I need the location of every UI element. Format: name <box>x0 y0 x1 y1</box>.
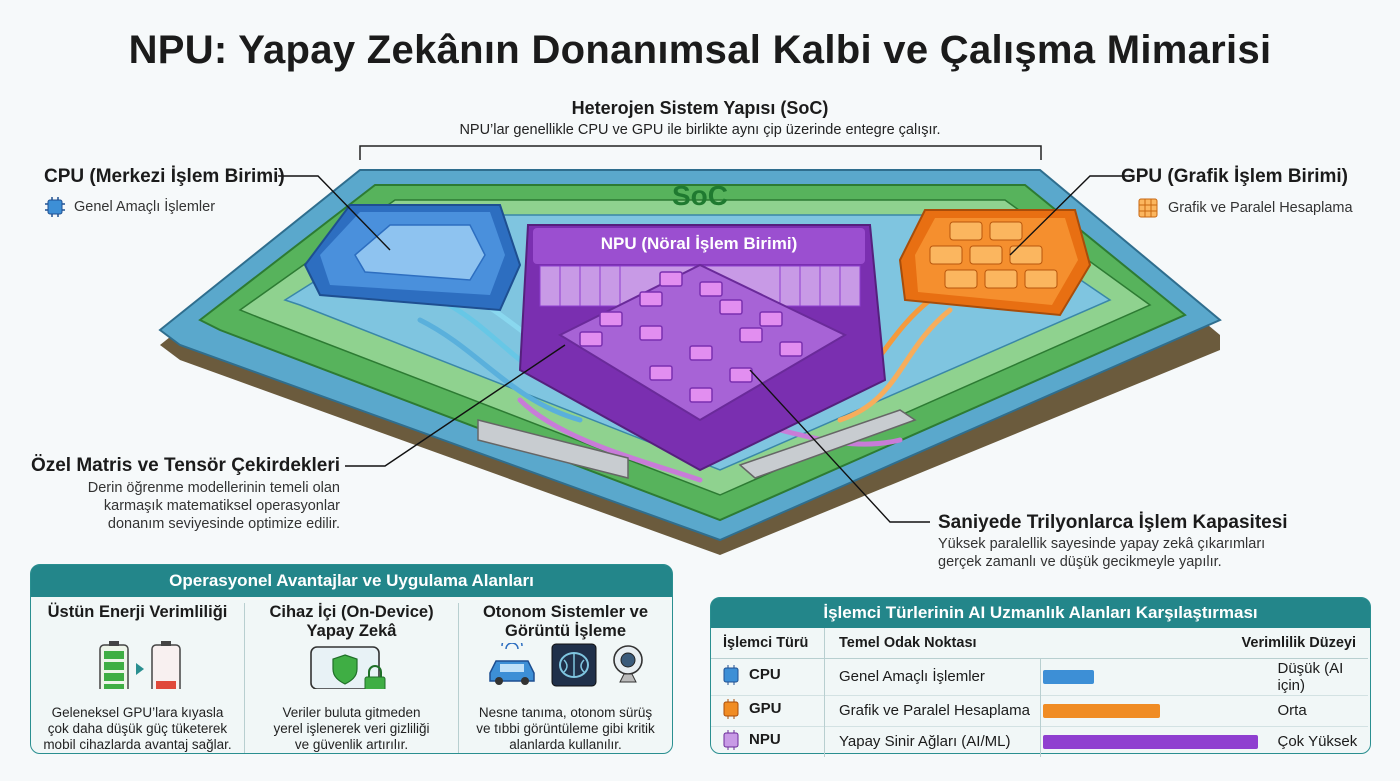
capacity-desc: Yüksek paralellik sayesinde yapay zekâ ç… <box>938 535 1265 571</box>
row-bar-cell <box>1040 726 1272 757</box>
soc-chip-label: SoC <box>672 180 728 211</box>
soc-bracket <box>359 145 1042 160</box>
advantage-text: Veriler buluta gitmeden yerel işlenerek … <box>273 705 429 753</box>
advantage-text-line: çok daha düşük güç tüketerek <box>47 721 228 736</box>
car-icon <box>488 643 535 685</box>
matrix-desc-line: donanım seviyesinde optimize edilir. <box>107 516 340 532</box>
column-divider <box>244 603 245 753</box>
advantage-title: Otonom Sistemler ve Görüntü İşleme <box>483 603 648 641</box>
gpu-desc: Grafik ve Paralel Hesaplama <box>1168 200 1353 216</box>
memory-module-right <box>738 409 917 479</box>
row-type-label: NPU <box>749 731 781 749</box>
npu-chip-icon <box>723 729 739 750</box>
gpu-label: GPU (Grafik İşlem Birimi) <box>1120 166 1348 187</box>
brain-scan-icon <box>551 643 596 687</box>
row-type: CPU <box>711 658 825 695</box>
memory-module-left <box>477 419 629 479</box>
gpu-chip-icon <box>1138 198 1158 218</box>
leader-lines <box>278 175 1130 523</box>
header-focus: Temel Odak Noktası <box>839 634 977 651</box>
advantages-columns: Üstün Enerji Verimliliği Geleneksel GPU’… <box>31 597 672 753</box>
advantage-text-line: Geleneksel GPU’lara kıyasla <box>51 705 224 720</box>
cpu-block <box>303 204 522 312</box>
row-level: Çok Yüksek <box>1277 733 1358 751</box>
matrix-desc: Derin öğrenme modellerinin temeli olan k… <box>0 479 340 533</box>
column-divider <box>458 603 459 753</box>
efficiency-bar <box>1042 734 1258 749</box>
cpu-chip-icon <box>45 197 65 217</box>
comparison-row-npu: NPU Yapay Sinir Ağları (AI/ML) Çok Yükse… <box>711 726 1368 757</box>
gpu-block <box>898 209 1092 317</box>
advantage-energy: Üstün Enerji Verimliliği Geleneksel GPU’… <box>31 603 244 753</box>
row-bar-cell <box>1040 658 1272 695</box>
comparison-header-row: İşlemci Türü Temel Odak Noktası Verimlil… <box>711 628 1368 658</box>
device-shield-lock-icon <box>309 646 385 689</box>
advantage-text-line: alanlarda kullanılır. <box>509 737 622 752</box>
row-focus: Grafik ve Paralel Hesaplama <box>824 695 1041 726</box>
capacity-desc-line: gerçek zamanlı ve düşük gecikmeyle yapıl… <box>938 554 1222 570</box>
capacity-desc-line: Yüksek paralellik sayesinde yapay zekâ ç… <box>938 536 1266 552</box>
advantage-text-line: mobil cihazlarda avantaj sağlar. <box>43 737 232 752</box>
advantage-text: Geleneksel GPU’lara kıyasla çok daha düş… <box>43 705 231 753</box>
efficiency-bar <box>1042 669 1094 684</box>
row-type: GPU <box>711 695 825 726</box>
matrix-desc-line: Derin öğrenme modellerinin temeli olan <box>87 480 340 496</box>
row-focus: Genel Amaçlı İşlemler <box>824 658 1041 695</box>
gpu-chip-icon <box>723 698 739 719</box>
camera-icon <box>612 645 643 683</box>
row-level: Orta <box>1277 702 1307 719</box>
comparison-table: İşlemci Türü Temel Odak Noktası Verimlil… <box>711 628 1368 757</box>
advantage-on-device: Cihaz İçi (On-Device) Yapay Zekâ Veriler… <box>245 603 458 753</box>
matrix-desc-line: karmaşık matematiksel operasyonlar <box>103 498 340 514</box>
row-type-label: GPU <box>749 700 782 717</box>
advantage-title-line: Üstün Enerji Verimliliği <box>47 603 228 621</box>
advantage-title: Üstün Enerji Verimliliği <box>48 603 228 639</box>
cpu-desc-row: Genel Amaçlı İşlemler <box>44 196 215 218</box>
row-bar-cell <box>1040 695 1272 726</box>
cpu-chip-icon <box>723 664 739 685</box>
comparison-row-gpu: GPU Grafik ve Paralel Hesaplama Orta <box>711 695 1368 726</box>
row-level: Düşük (AI için) <box>1277 659 1344 694</box>
header-type: İşlemci Türü <box>711 628 825 658</box>
battery-comparison-icon <box>98 640 181 689</box>
cpu-desc: Genel Amaçlı İşlemler <box>74 199 216 215</box>
advantage-text-line: Veriler buluta gitmeden <box>282 705 421 720</box>
npu-block <box>518 224 887 472</box>
advantage-title-line: Cihaz İçi (On-Device) <box>269 603 434 621</box>
soc-heading: Heterojen Sistem Yapısı (SoC) <box>571 98 829 118</box>
advantage-text-line: ve güvenlik artırılır. <box>294 737 409 752</box>
efficiency-bar-track <box>1042 669 1265 684</box>
advantage-text-line: yerel işlenerek veri gizliliği <box>273 721 430 736</box>
efficiency-bar <box>1042 703 1161 718</box>
advantages-panel: Operasyonel Avantajlar ve Uygulama Alanl… <box>30 564 673 754</box>
comparison-heading: İşlemci Türlerinin AI Uzmanlık Alanları … <box>711 598 1370 628</box>
efficiency-bar-track <box>1042 703 1265 718</box>
autonomous-icons <box>484 641 648 689</box>
advantage-text-line: Nesne tanıma, otonom sürüş <box>478 705 653 720</box>
advantage-title-line: Yapay Zekâ <box>306 622 397 640</box>
advantage-title-line: Otonom Sistemler ve <box>482 603 649 621</box>
matrix-label: Özel Matris ve Tensör Çekirdekleri <box>30 455 340 476</box>
advantage-title-line: Görüntü İşleme <box>504 622 627 640</box>
advantage-text-line: ve tıbbi görüntüleme gibi kritik <box>476 721 655 736</box>
tensor-cores <box>579 271 803 403</box>
capacity-label: Saniyede Trilyonlarca İşlem Kapasitesi <box>938 512 1288 533</box>
efficiency-bar-track <box>1042 734 1265 749</box>
row-type: NPU <box>711 726 825 757</box>
page-title: NPU: Yapay Zekânın Donanımsal Kalbi ve Ç… <box>128 28 1272 72</box>
cpu-label: CPU (Merkezi İşlem Birimi) <box>44 166 285 187</box>
gpu-desc-row: Grafik ve Paralel Hesaplama <box>1136 196 1353 220</box>
advantage-autonomous: Otonom Sistemler ve Görüntü İşleme <box>459 603 672 753</box>
row-type-label: CPU <box>749 666 781 683</box>
soc-description: NPU’lar genellikle CPU ve GPU ile birlik… <box>459 122 941 138</box>
header-level: Verimlilik Düzeyi <box>1241 634 1356 651</box>
row-focus: Yapay Sinir Ağları (AI/ML) <box>824 726 1041 757</box>
npu-label: NPU (Nöral İşlem Birimi) <box>600 234 798 253</box>
comparison-panel: İşlemci Türlerinin AI Uzmanlık Alanları … <box>710 597 1371 757</box>
comparison-row-cpu: CPU Genel Amaçlı İşlemler Düşük (AI için… <box>711 658 1368 695</box>
advantages-heading: Operasyonel Avantajlar ve Uygulama Alanl… <box>31 565 672 597</box>
advantage-text: Nesne tanıma, otonom sürüş ve tıbbi görü… <box>476 705 655 753</box>
advantage-title: Cihaz İçi (On-Device) Yapay Zekâ <box>269 603 433 641</box>
